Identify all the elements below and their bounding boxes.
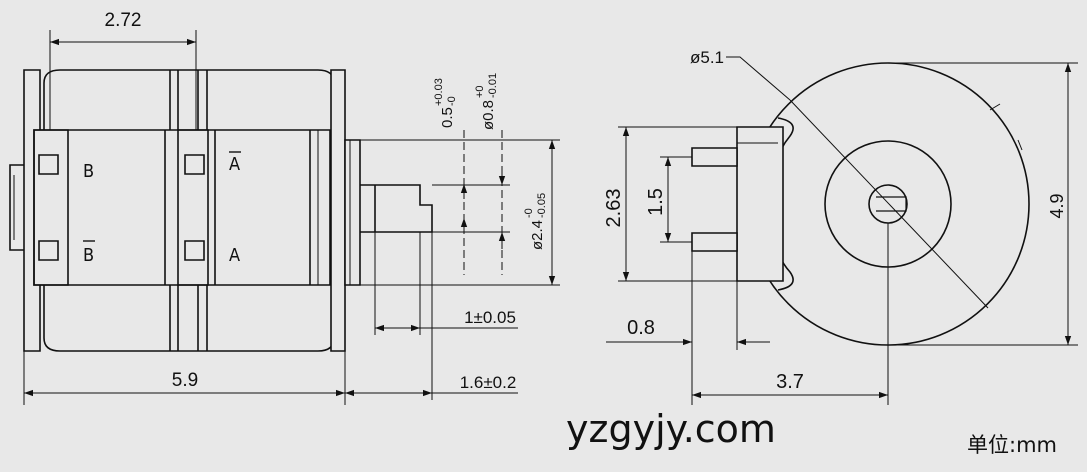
units-note: 单位:mm xyxy=(967,433,1057,457)
coil-body xyxy=(34,130,330,285)
rear-cap xyxy=(10,165,24,250)
pad-b-top xyxy=(39,155,58,174)
dim-boss-diameter: ø2.4 xyxy=(529,220,546,250)
dim-1-0: 1±0.05 xyxy=(464,308,516,327)
end-view xyxy=(692,63,1029,345)
output-shaft xyxy=(360,185,432,232)
side-view-dimensions xyxy=(24,30,560,405)
front-boss xyxy=(345,140,360,285)
end-view-dimensions xyxy=(606,57,1078,405)
dim-width: 3.7 xyxy=(776,371,804,393)
dim-boss-tol-lower: -0.05 xyxy=(536,193,548,218)
dim-5-9: 5.9 xyxy=(172,370,198,391)
right-flange xyxy=(331,70,345,351)
dim-height: 4.9 xyxy=(1047,193,1067,218)
dim-1-6: 1.6±0.2 xyxy=(460,373,517,392)
label-a: A xyxy=(229,245,240,266)
connector-block xyxy=(737,127,783,281)
watermark: yzgyjy.com xyxy=(566,407,776,451)
label-a-bar: A xyxy=(229,154,240,175)
dim-pin-block: 2.63 xyxy=(603,189,625,228)
shaft-flat xyxy=(876,197,906,211)
dim-shaft-tol-upper: +0 xyxy=(474,85,486,98)
dim-boss-tol-upper: -0 xyxy=(523,208,535,218)
pin-bottom xyxy=(692,233,737,251)
dim-slot: 0.5 xyxy=(439,107,456,128)
dim-pin-pitch: 1.5 xyxy=(645,188,667,216)
side-view xyxy=(10,70,432,351)
pad-a-top xyxy=(185,155,204,174)
label-b-bar: B xyxy=(83,245,94,266)
pad-b-bottom xyxy=(39,241,58,260)
dim-shaft-tol-lower: -0.01 xyxy=(487,73,499,98)
dim-2-72: 2.72 xyxy=(105,10,142,31)
dim-shaft-diameter: ø0.8 xyxy=(480,100,497,130)
side-view-labels: 2.72 5.9 1.6±0.2 1±0.05 B B A A 0.5 +0.0… xyxy=(83,10,548,392)
label-b: B xyxy=(83,161,94,182)
end-view-labels: ø5.1 4.9 2.63 1.5 0.8 3.7 xyxy=(603,48,1067,393)
pin-top xyxy=(692,148,737,166)
pad-a-bottom xyxy=(185,241,204,260)
dim-outer-diameter: ø5.1 xyxy=(690,48,724,67)
dim-slot-tol-lower: -0 xyxy=(446,96,458,106)
dim-slot-tol-upper: +0.03 xyxy=(433,78,445,106)
dim-offset: 0.8 xyxy=(627,317,655,339)
